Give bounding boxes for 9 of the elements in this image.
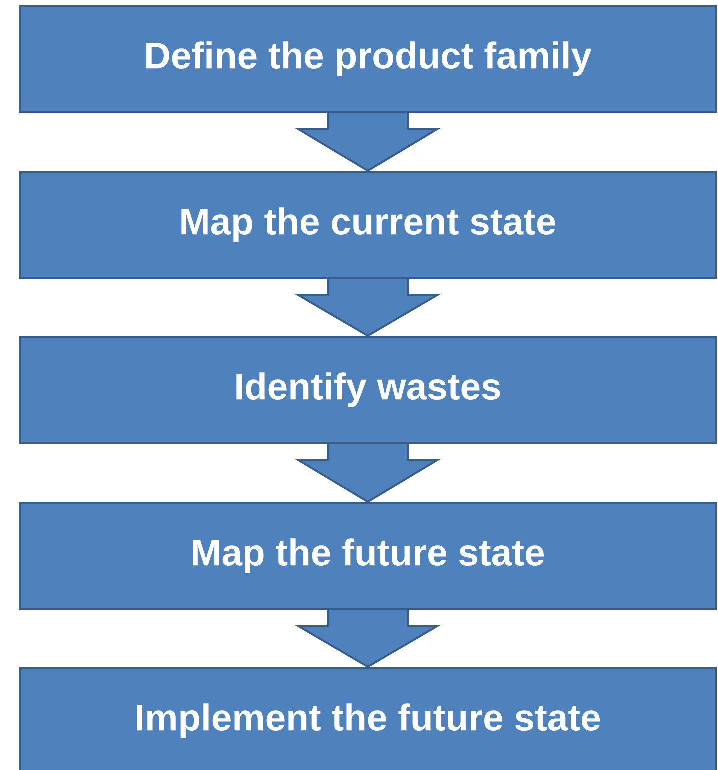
arrow [294,278,442,338]
process-box: Define the product family [19,5,717,113]
process-box: Map the current state [19,171,717,279]
arrow [294,112,442,172]
arrow [294,609,442,668]
process-box: Map the future state [19,502,717,610]
process-box: Implement the future state [19,667,717,770]
process-box: Identify wastes [19,336,717,444]
arrow [294,443,442,504]
